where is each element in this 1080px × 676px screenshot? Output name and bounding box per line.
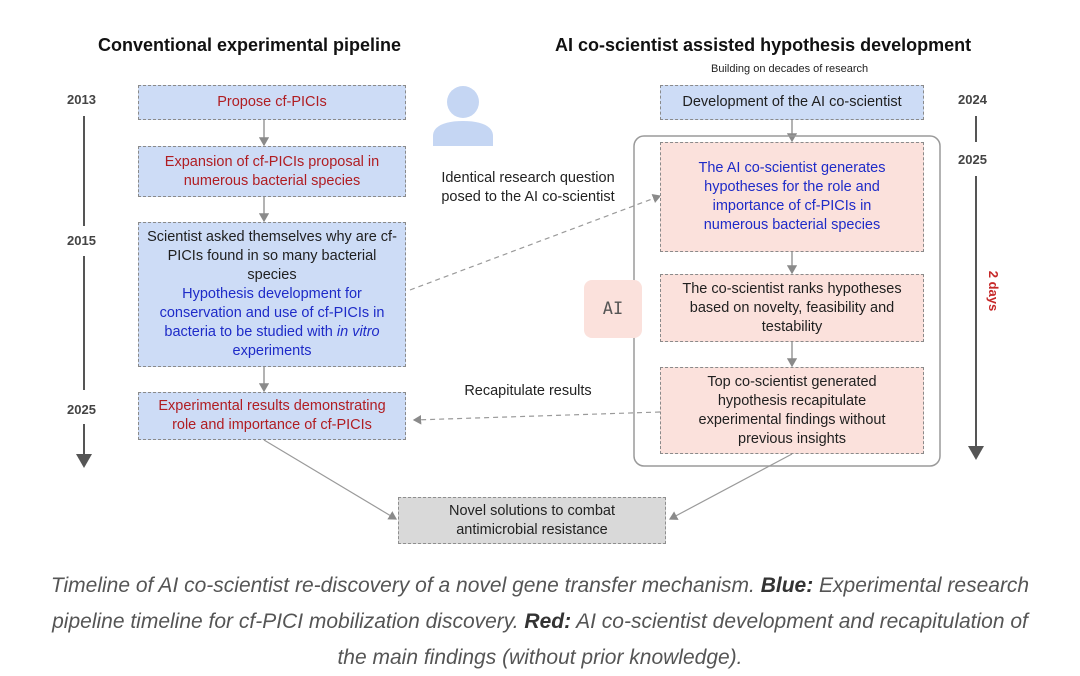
year-2024: 2024 bbox=[958, 92, 987, 107]
propose-text: Propose cf-PICIs bbox=[217, 94, 327, 110]
results-box: Experimental results demonstrating role … bbox=[138, 392, 406, 440]
expansion-box: Expansion of cf-PICIs proposal in numero… bbox=[138, 146, 406, 197]
caption-blue-label: Blue: bbox=[760, 574, 814, 597]
year-2025-left: 2025 bbox=[67, 402, 96, 417]
caption-part1: Timeline of AI co-scientist re-discovery… bbox=[50, 574, 761, 597]
duration-label: 2 days bbox=[986, 270, 1001, 312]
year-2025-right: 2025 bbox=[958, 152, 987, 167]
hypothesis-text-invitro: in vitro bbox=[336, 324, 380, 340]
right-heading: AI co-scientist assisted hypothesis deve… bbox=[555, 35, 972, 55]
generates-text: The AI co-scientist generates hypotheses… bbox=[698, 160, 886, 233]
top-hypothesis-text: Top co-scientist generated hypothesis re… bbox=[698, 373, 886, 447]
results-text: Experimental results demonstrating role … bbox=[158, 398, 386, 433]
ai-badge: AI bbox=[584, 280, 642, 338]
ranks-text: The co-scientist ranks hypotheses based … bbox=[682, 280, 902, 335]
left-heading: Conventional experimental pipeline bbox=[98, 35, 402, 55]
right-subheading: Building on decades of research bbox=[711, 63, 869, 75]
solutions-text: Novel solutions to combat antimicrobial … bbox=[448, 502, 616, 538]
year-2015: 2015 bbox=[67, 233, 96, 248]
identical-question-label: Identical research question posed to the… bbox=[441, 170, 615, 205]
generates-box: The AI co-scientist generates hypotheses… bbox=[660, 142, 924, 252]
person-icon bbox=[433, 86, 493, 146]
development-text: Development of the AI co-scientist bbox=[682, 94, 902, 110]
solutions-box: Novel solutions to combat antimicrobial … bbox=[398, 497, 666, 544]
hypothesis-text-a: Hypothesis development for conservation … bbox=[159, 286, 385, 340]
figure-caption: Timeline of AI co-scientist re-discovery… bbox=[0, 568, 1080, 676]
expansion-text: Expansion of cf-PICIs proposal in numero… bbox=[164, 153, 380, 189]
hypothesis-development-text: Hypothesis development for conservation … bbox=[145, 285, 399, 361]
development-box: Development of the AI co-scientist bbox=[660, 85, 924, 120]
scientist-box: Scientist asked themselves why are cf-PI… bbox=[138, 222, 406, 367]
year-2013: 2013 bbox=[67, 92, 96, 107]
arrow-ai-to-solutions bbox=[668, 453, 793, 520]
caption-part2: Experimental research pipeline timeline … bbox=[52, 574, 1030, 633]
arrow-question-to-ai bbox=[409, 194, 662, 291]
top-hypothesis-box: Top co-scientist generated hypothesis re… bbox=[660, 367, 924, 454]
ranks-box: The co-scientist ranks hypotheses based … bbox=[660, 274, 924, 342]
hypothesis-text-c: experiments bbox=[232, 343, 312, 359]
propose-box: Propose cf-PICIs bbox=[138, 85, 406, 120]
arrow-recapitulate bbox=[412, 411, 661, 425]
arrow-results-to-solutions bbox=[263, 439, 398, 520]
recapitulate-label: Recapitulate results bbox=[464, 383, 592, 399]
scientist-question-text: Scientist asked themselves why are cf-PI… bbox=[147, 229, 397, 283]
caption-red-label: Red: bbox=[524, 610, 572, 633]
